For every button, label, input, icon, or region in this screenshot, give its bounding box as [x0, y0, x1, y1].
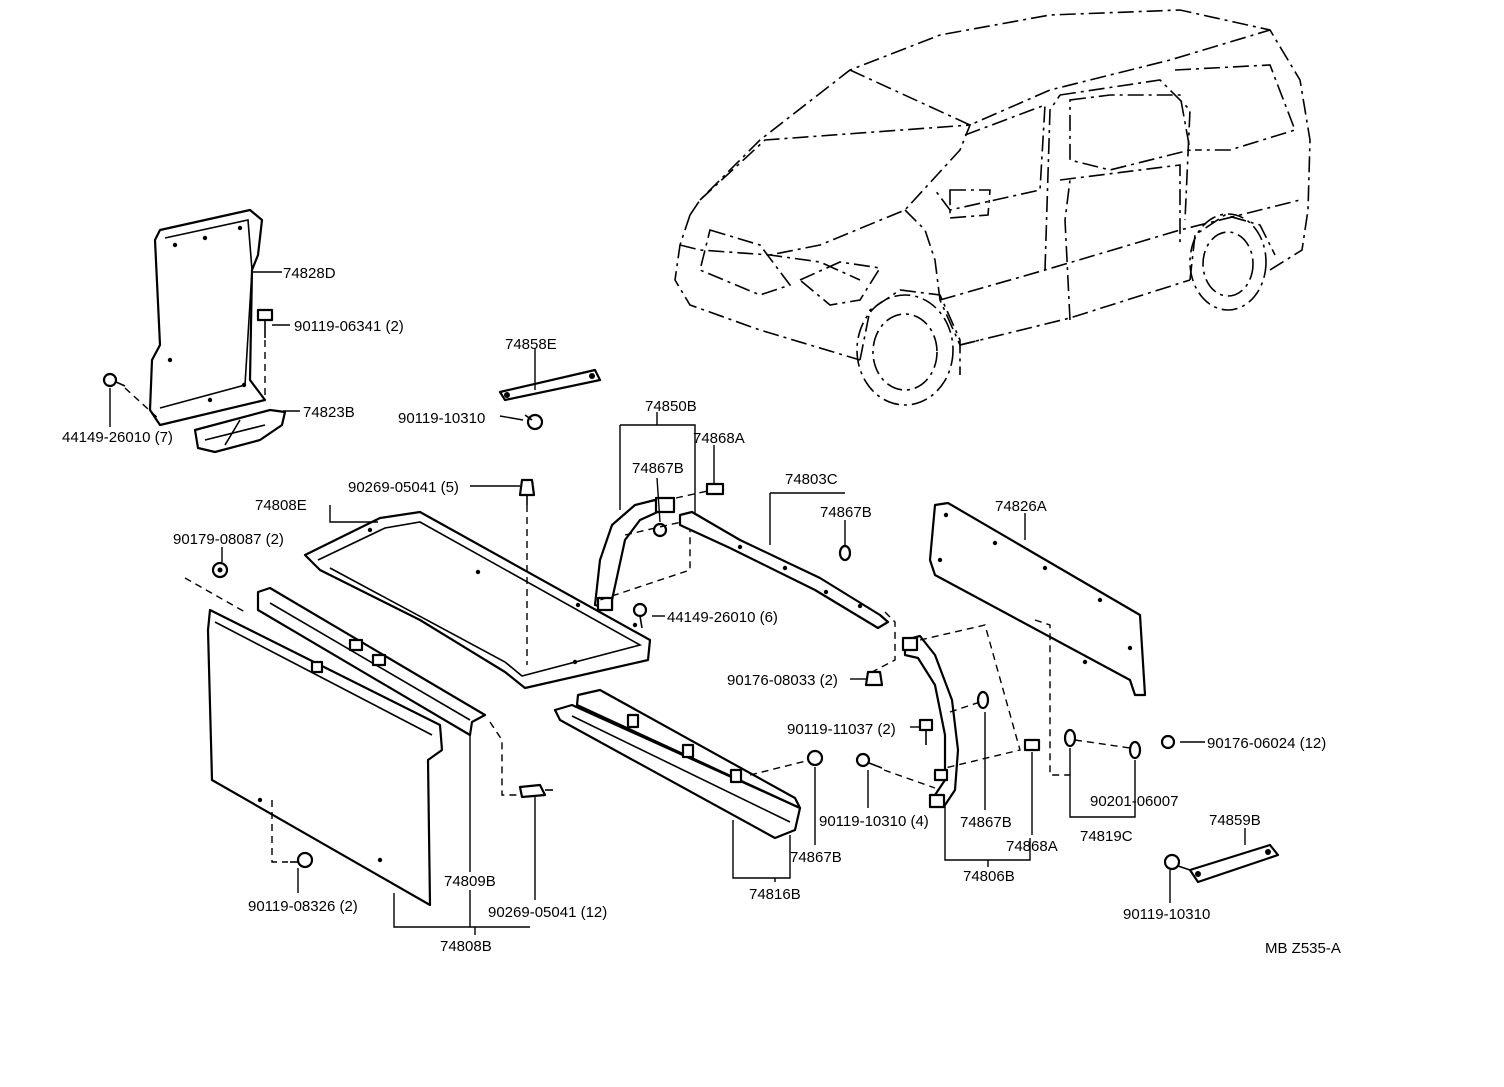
clip-74868A-right — [1023, 738, 1041, 752]
label-74806B: 74806B — [963, 868, 1015, 885]
label-90201-06007: 90201-06007 — [1090, 793, 1178, 810]
bolt-90119-06341 — [256, 308, 274, 338]
part-74803C-bar — [678, 510, 890, 630]
part-74828D-panel — [148, 208, 267, 427]
label-74823B: 74823B — [303, 404, 355, 421]
nut-90176-08033 — [864, 670, 884, 687]
dashed-guide — [749, 759, 811, 776]
label-74803C: 74803C — [785, 471, 838, 488]
label-90119-06341: 90119-06341 (2) — [294, 318, 404, 335]
label-90119-10310-top: 90119-10310 — [398, 410, 485, 427]
label-74819C: 74819C — [1080, 828, 1133, 845]
label-90179-08087: 90179-08087 (2) — [173, 531, 284, 548]
washer-74867B-b — [838, 544, 852, 562]
part-74808B-board — [206, 608, 444, 907]
label-74867B-arch: 74867B — [960, 814, 1012, 831]
part-74808E-board — [303, 510, 652, 690]
dashed-guide — [489, 721, 518, 796]
part-74816B-rail — [553, 688, 802, 840]
nut-90176-06024 — [1160, 734, 1176, 750]
dashed-guide — [271, 800, 288, 863]
label-74858E: 74858E — [505, 336, 557, 353]
label-74868A-top: 74868A — [693, 430, 745, 447]
part-74809B-rail — [256, 586, 487, 737]
label-74808B: 74808B — [440, 938, 492, 955]
dashed-guide — [1074, 739, 1131, 749]
label-90119-10310-4: 90119-10310 (4) — [819, 813, 929, 830]
label-74867B-bar: 74867B — [820, 504, 872, 521]
label-74808E: 74808E — [255, 497, 307, 514]
dashed-guide — [1034, 619, 1070, 776]
label-90269-05041-12: 90269-05041 (12) — [488, 904, 607, 921]
dashed-guide — [883, 769, 936, 789]
part-74858E-strap — [498, 368, 602, 402]
label-74867B-top: 74867B — [632, 460, 684, 477]
label-74868A-arch: 74868A — [1006, 838, 1058, 855]
clip-74868A-top — [705, 482, 725, 496]
label-74826A: 74826A — [995, 498, 1047, 515]
label-74867B-rail: 74867B — [790, 849, 842, 866]
dashed-guide — [871, 611, 896, 673]
label-90119-11037: 90119-11037 (2) — [787, 721, 896, 738]
label-74859B: 74859B — [1209, 812, 1261, 829]
label-90119-08326: 90119-08326 (2) — [248, 898, 358, 915]
dashed-guide — [919, 624, 1021, 769]
part-74859B-strap — [1188, 843, 1280, 884]
bolt-44149-26010-6 — [632, 602, 648, 629]
bolt-90119-11037 — [918, 718, 934, 745]
bolt-90119-10310-right — [1163, 853, 1191, 871]
washer-74819C-a — [1063, 728, 1077, 748]
washer-90201-06007 — [1128, 740, 1142, 760]
bolt-90119-10310-top — [524, 413, 544, 431]
washer-74867B-d — [806, 749, 824, 767]
leader-lines — [109, 271, 1246, 935]
label-44149-26010-6: 44149-26010 (6) — [667, 609, 778, 626]
label-90176-08033: 90176-08033 (2) — [727, 672, 838, 689]
label-74809B: 74809B — [444, 873, 496, 890]
label-44149-26010-7: 44149-26010 (7) — [62, 429, 173, 446]
clip-90269-05041-12 — [518, 783, 553, 799]
nut-90179-08087 — [211, 561, 229, 579]
part-74826A-panel — [928, 501, 1147, 697]
part-74806B-arch — [901, 634, 960, 809]
dashed-guide — [124, 387, 161, 421]
label-74850B: 74850B — [645, 398, 697, 415]
label-74828D: 74828D — [283, 265, 336, 282]
washer-74867B-c — [976, 690, 990, 710]
label-90176-06024: 90176-06024 (12) — [1207, 735, 1326, 752]
vehicle-outline — [674, 9, 1311, 406]
label-90119-10310-right: 90119-10310 — [1123, 906, 1210, 923]
part-74850B-arch — [593, 496, 676, 612]
clip-90269-05041-5 — [518, 478, 536, 505]
dashed-guide — [184, 577, 246, 613]
bolt-90119-08326 — [290, 851, 314, 869]
diagram-code: MB Z535-A — [1265, 940, 1341, 957]
part-74823B-bracket — [193, 408, 287, 454]
dashed-guide — [949, 701, 981, 713]
bolt-90119-10310-mid — [855, 752, 883, 769]
label-90269-05041-5: 90269-05041 (5) — [348, 479, 459, 496]
part-labels: 74828D 90119-06341 (2) 74858E 44149-2601… — [62, 265, 1341, 957]
bolt-44149-26010-7 — [102, 372, 126, 388]
label-74816B: 74816B — [749, 886, 801, 903]
